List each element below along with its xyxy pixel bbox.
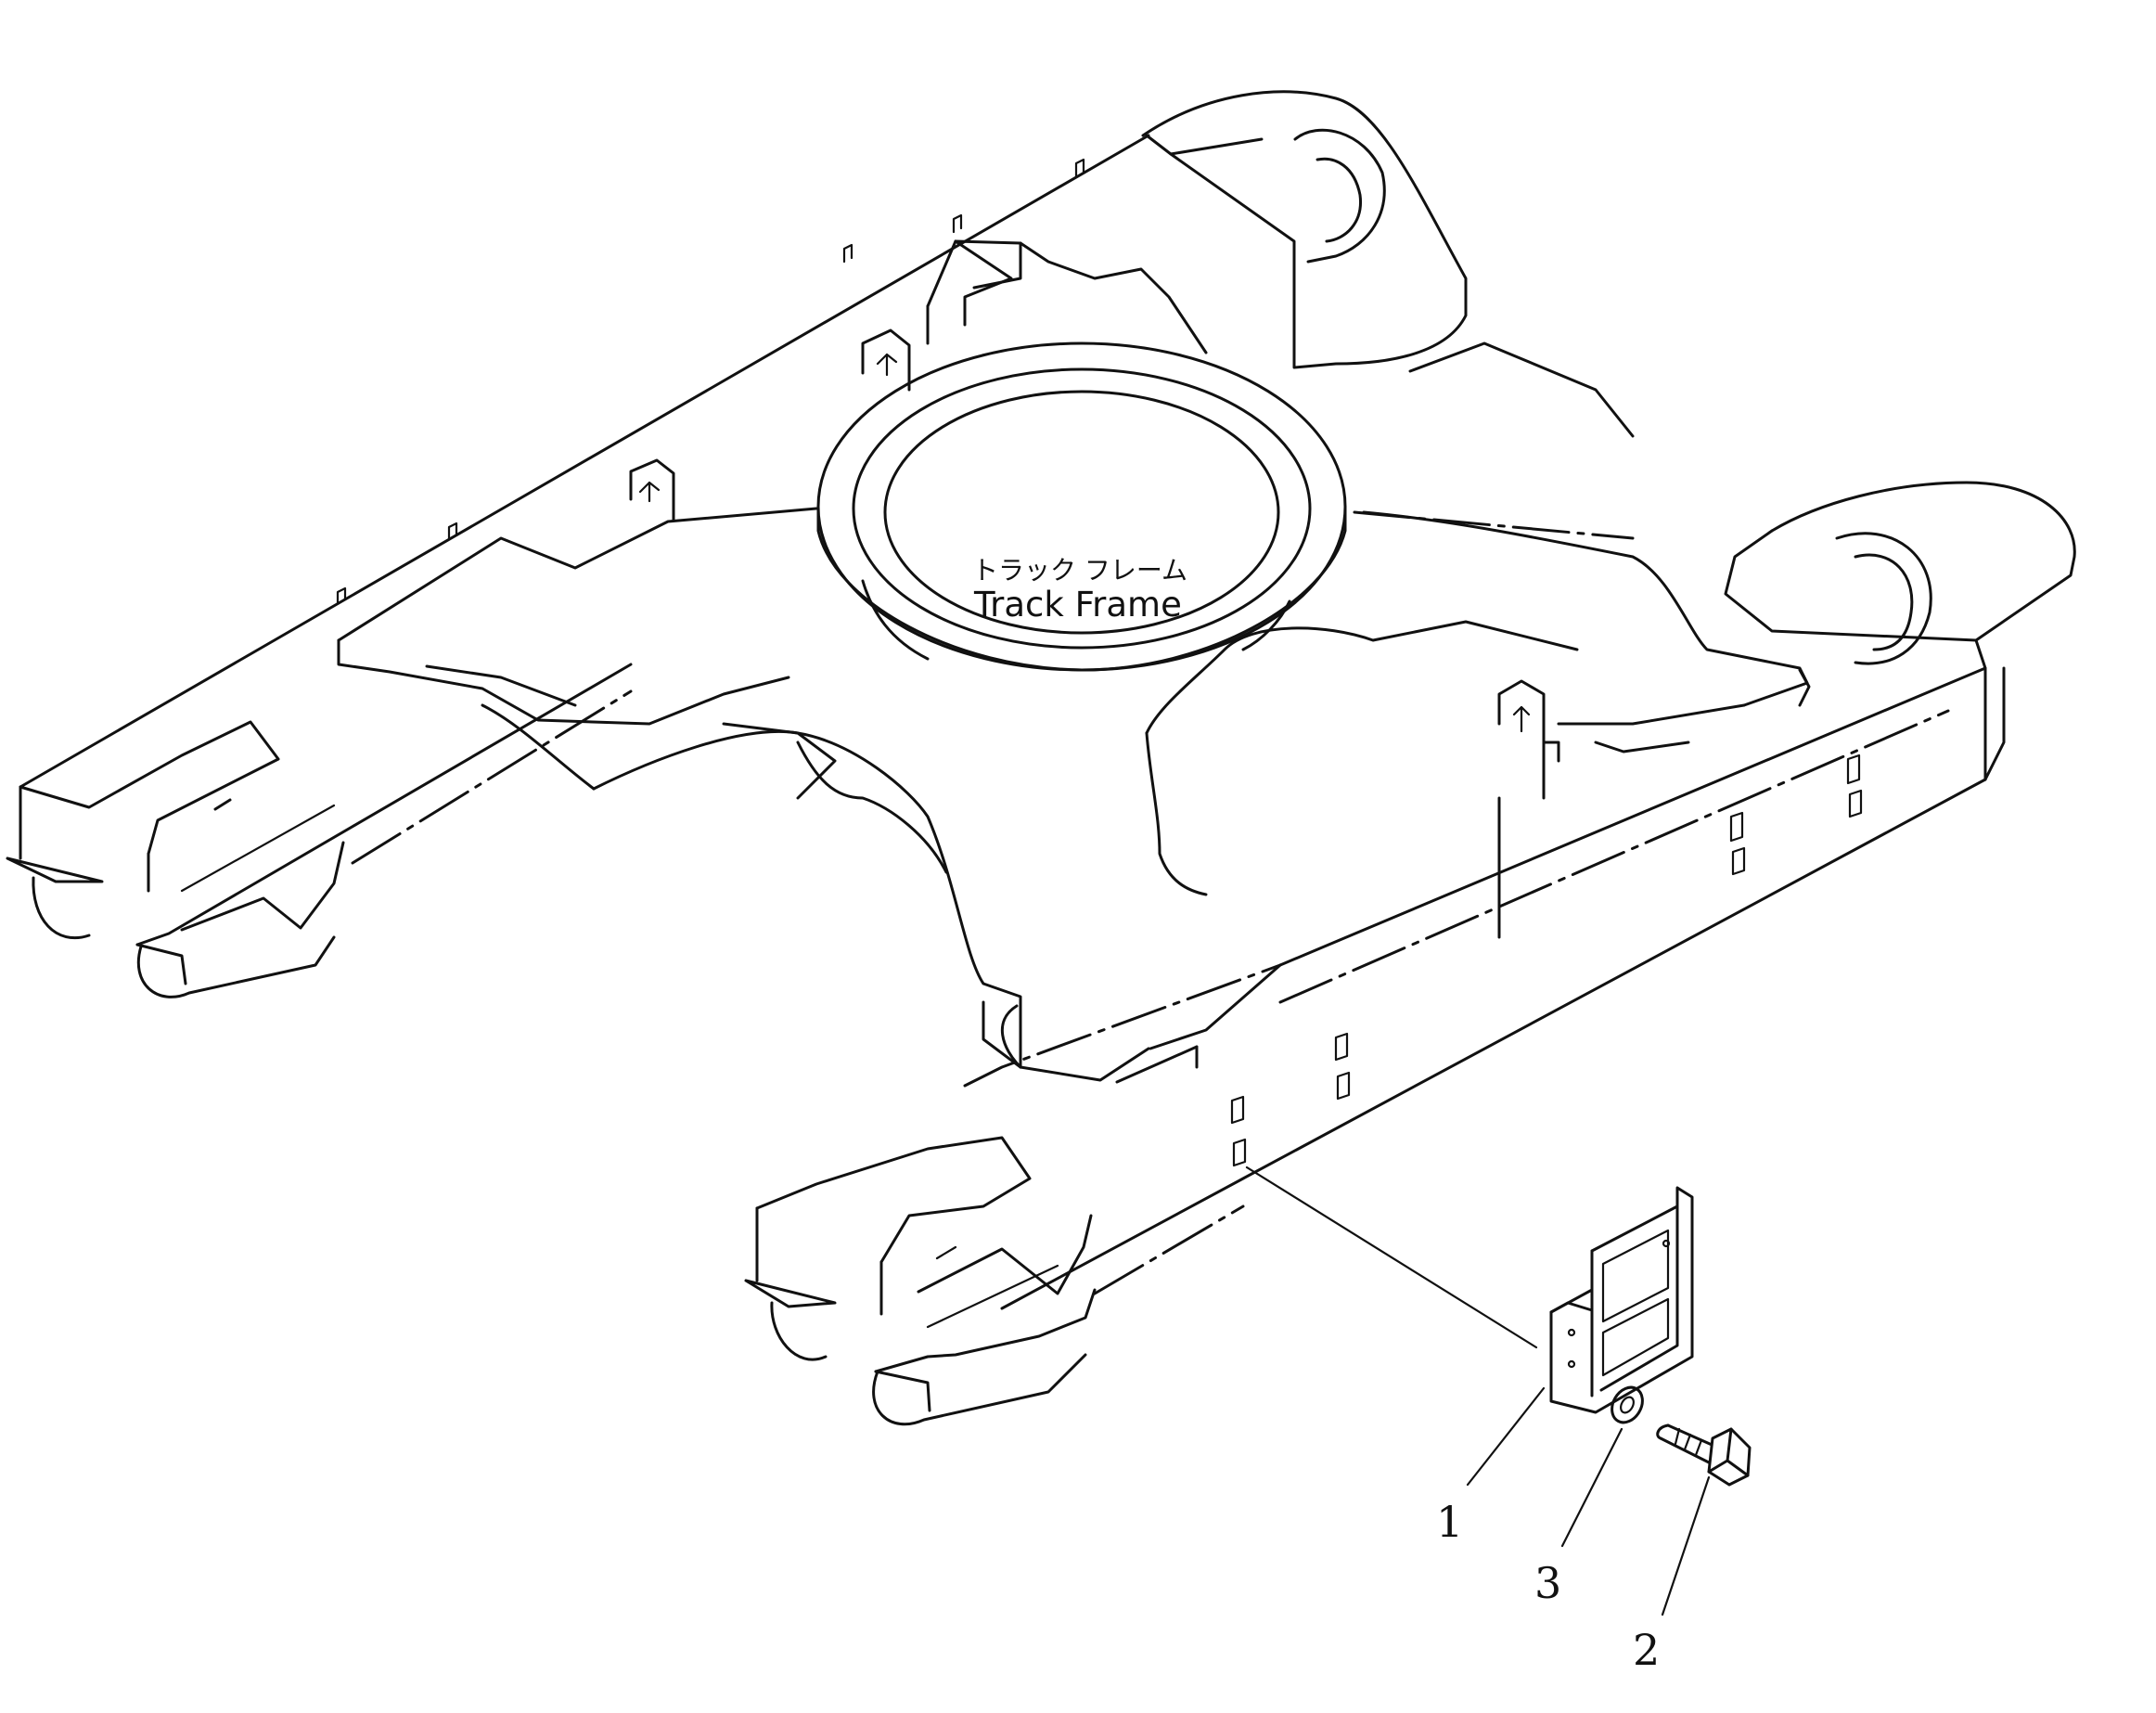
assembly-label-japanese: トラック フレーム — [972, 555, 1187, 586]
callout-number-1: 1 — [1436, 1497, 1463, 1547]
assembly-label-english: Track Frame — [973, 585, 1182, 625]
callout-number-2: 2 — [1633, 1625, 1660, 1675]
callout-3-leader — [1560, 1427, 1623, 1548]
callout-2-leader — [1661, 1475, 1711, 1616]
center-x-frame — [337, 239, 1809, 1082]
leader-line — [1245, 1166, 1538, 1349]
washer-part — [1611, 1385, 1644, 1424]
callout-number-3: 3 — [1534, 1558, 1561, 1608]
left-side-frame — [6, 90, 1468, 998]
callout-1-leader — [1466, 1386, 1546, 1487]
bolt-part — [1656, 1423, 1752, 1487]
swing-circle-ring — [816, 341, 1347, 672]
bracket-part — [1549, 1186, 1694, 1414]
right-side-frame — [744, 481, 2076, 1426]
